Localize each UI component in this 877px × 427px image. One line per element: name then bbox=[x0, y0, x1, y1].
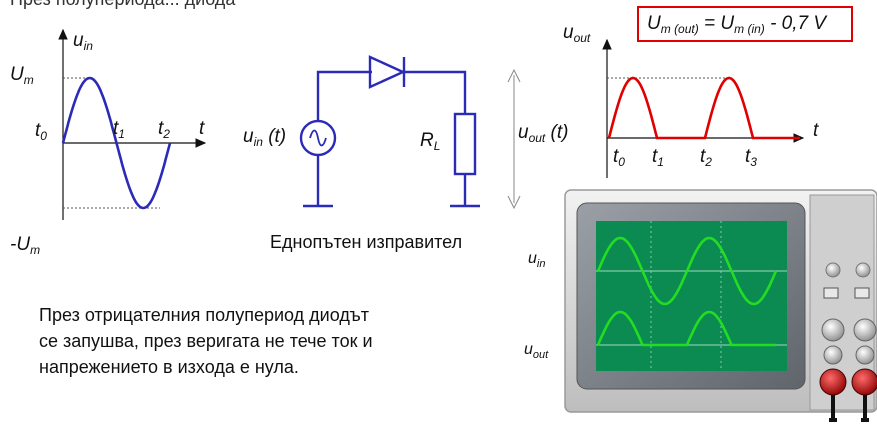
scope-out-label: uout bbox=[524, 341, 549, 361]
source-label: uin (t) bbox=[243, 126, 287, 149]
right-t3-label: t3 bbox=[745, 146, 757, 169]
input-wave-graph bbox=[58, 28, 207, 220]
right-t1-label: t1 bbox=[652, 146, 664, 169]
left-t1-label: t1 bbox=[113, 118, 125, 141]
out-voltage-label: uout (t) bbox=[518, 122, 569, 145]
red-jack-2 bbox=[851, 368, 877, 396]
right-t0-label: t0 bbox=[613, 146, 625, 169]
oscilloscope bbox=[564, 189, 877, 422]
neg-um-label: -Um bbox=[10, 234, 41, 257]
input-sine-wave bbox=[61, 76, 172, 210]
circuit-caption: Еднопътен изправител bbox=[270, 232, 463, 252]
explanation-text: През отрицателния полупериод диодът се з… bbox=[39, 302, 373, 380]
formula-box: Um (out) = Um (in) - 0,7 V bbox=[637, 6, 853, 42]
scope-in-label: uin bbox=[528, 250, 546, 270]
dial-4 bbox=[855, 345, 875, 365]
oscilloscope-screen bbox=[596, 221, 787, 371]
knob-2 bbox=[855, 262, 871, 278]
output-rectified-wave bbox=[607, 76, 800, 140]
left-u-in-label: uin bbox=[73, 30, 93, 53]
red-jack-1 bbox=[819, 368, 847, 396]
diode-symbol bbox=[368, 55, 406, 89]
rectifier-circuit bbox=[299, 55, 480, 208]
resistor-symbol bbox=[453, 112, 477, 176]
right-u-out-label: uout bbox=[563, 22, 591, 45]
dial-1 bbox=[821, 318, 845, 342]
scope-input-trace bbox=[596, 236, 778, 306]
top-partial-text: През полупериода... диода bbox=[10, 0, 235, 10]
left-t-axis-label: t bbox=[199, 118, 205, 139]
dial-3 bbox=[823, 345, 843, 365]
output-voltage-arrow bbox=[507, 68, 521, 210]
wire-left bbox=[316, 70, 372, 120]
left-t2-label: t2 bbox=[158, 118, 170, 141]
resistor-label: RL bbox=[420, 130, 441, 153]
switch-2 bbox=[854, 287, 870, 299]
right-t-axis-label: t bbox=[813, 120, 819, 141]
scope-output-trace bbox=[596, 310, 776, 347]
dial-2 bbox=[853, 318, 877, 342]
um-label: Um bbox=[10, 64, 34, 87]
probe-cable-2 bbox=[861, 395, 869, 422]
switch-1 bbox=[823, 287, 839, 299]
probe-cable-1 bbox=[829, 395, 837, 422]
explanation-line-2: се запушва, през веригата не тече ток и bbox=[39, 331, 373, 351]
explanation-line-1: През отрицателния полупериод диодът bbox=[39, 305, 369, 325]
explanation-line-3: напрежението в изхода е нула. bbox=[39, 357, 299, 377]
wire-right bbox=[404, 70, 467, 114]
output-wave-graph bbox=[602, 38, 805, 178]
right-t2-label: t2 bbox=[700, 146, 712, 169]
left-t0-label: t0 bbox=[35, 120, 47, 143]
knob-1 bbox=[825, 262, 841, 278]
